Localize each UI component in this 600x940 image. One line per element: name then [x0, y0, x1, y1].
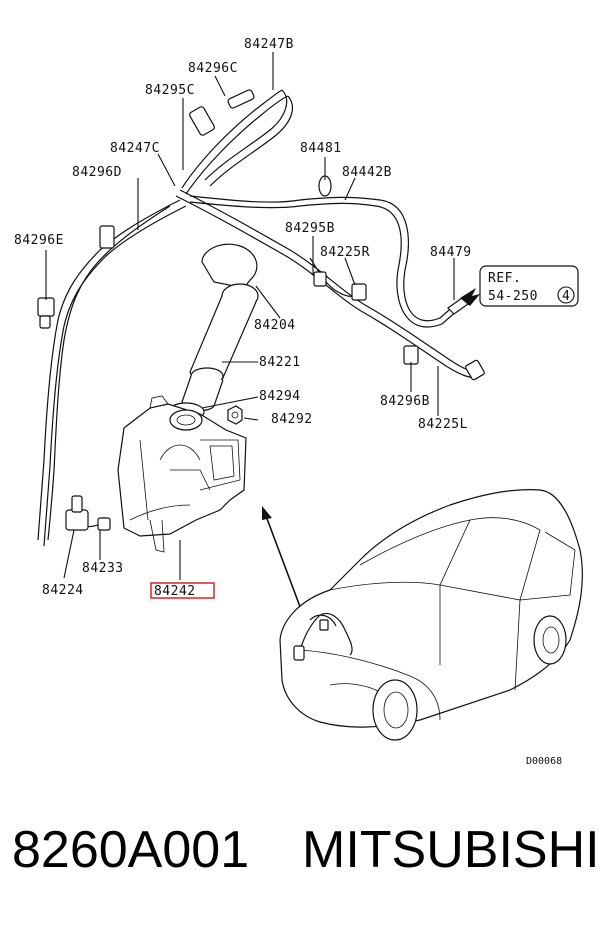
ref-line1: REF.: [488, 271, 521, 286]
ref-box-frame: [479, 265, 579, 307]
label-84296D: 84296D: [72, 165, 122, 180]
label-84247B: 84247B: [244, 37, 294, 52]
label-84296C: 84296C: [188, 61, 238, 76]
label-84296B: 84296B: [380, 394, 430, 409]
label-84204: 84204: [254, 318, 296, 333]
footer: 8260A001 MITSUBISHI: [0, 820, 600, 920]
label-84233: 84233: [82, 561, 124, 576]
label-84247C: 84247C: [110, 141, 160, 156]
clips: [37, 89, 485, 531]
location-arrow: [262, 506, 303, 613]
label-84295C: 84295C: [145, 83, 195, 98]
label-84225R: 84225R: [320, 245, 370, 260]
part-labels: 84247B 84296C 84295C 84247C 84296D 84296…: [14, 37, 472, 599]
label-84242: 84242: [154, 584, 196, 599]
highlight-box: [150, 582, 215, 599]
reference-box: REF. 54-250 4: [479, 265, 579, 307]
label-84221: 84221: [259, 355, 301, 370]
leader-lines: [45, 52, 455, 580]
label-84481: 84481: [300, 141, 342, 156]
label-84442B: 84442B: [342, 165, 392, 180]
label-84225L: 84225L: [418, 417, 468, 432]
label-84296E: 84296E: [14, 233, 64, 248]
label-84224: 84224: [42, 583, 84, 598]
washer-tank: [117, 395, 247, 553]
drawing-code: D00068: [526, 756, 562, 767]
ref-circle: [557, 286, 575, 304]
label-84479: 84479: [430, 245, 472, 260]
ref-circled-number: 4: [562, 289, 570, 304]
label-84292: 84292: [271, 412, 313, 427]
part-number: 8260A001: [12, 821, 250, 879]
ref-line2: 54-250: [488, 289, 538, 304]
filler-neck: [167, 243, 259, 422]
label-84294: 84294: [259, 389, 301, 404]
brand-name: MITSUBISHI: [302, 821, 600, 879]
parts-diagram: 84247B 84296C 84295C 84247C 84296D 84296…: [14, 37, 583, 767]
car-illustration: [279, 489, 583, 741]
label-84295B: 84295B: [285, 221, 335, 236]
